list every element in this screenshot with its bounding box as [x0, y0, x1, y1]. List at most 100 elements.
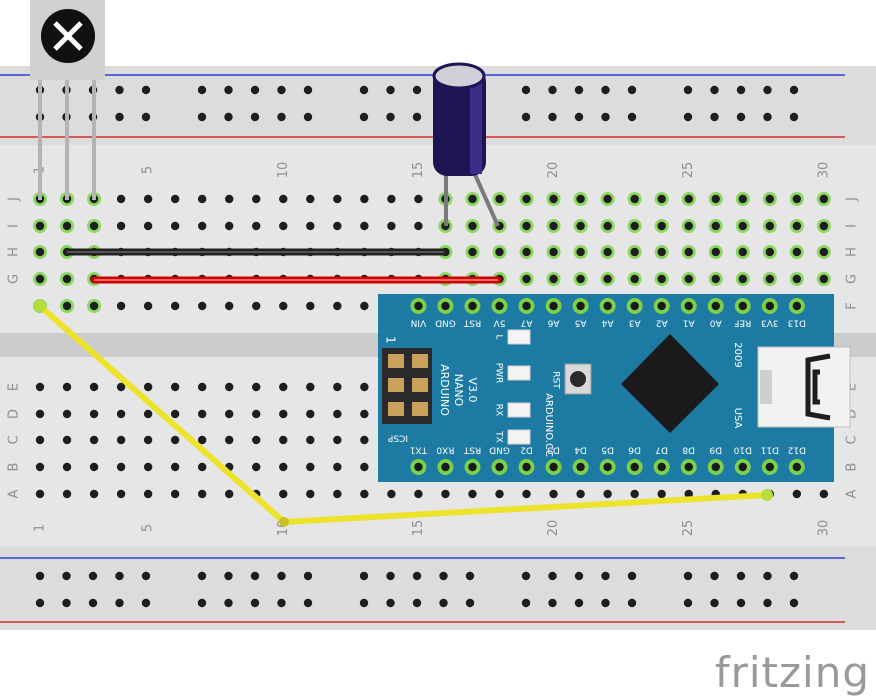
terminal-hole	[306, 489, 315, 499]
top-pin-label: D13	[788, 318, 806, 328]
rail-hole	[789, 85, 799, 95]
terminal-hole	[143, 435, 153, 445]
row-letter-label: I	[7, 224, 22, 228]
top-pin-hole	[603, 301, 612, 311]
reset-button-cap[interactable]	[570, 371, 586, 387]
top-pin-label: A0	[710, 318, 722, 328]
terminal-hole	[657, 247, 666, 257]
rail-hole	[115, 571, 124, 581]
rail-hole	[141, 112, 151, 122]
icsp-pin	[412, 354, 428, 368]
board-year-label: 2009	[732, 342, 743, 367]
row-letter-label: B	[845, 463, 860, 472]
terminal-hole	[819, 194, 829, 204]
bottom-pin-label: D6	[628, 445, 641, 455]
terminal-hole	[333, 435, 342, 445]
bottom-pin-label: D7	[655, 445, 668, 455]
terminal-hole	[252, 382, 261, 392]
icsp-pins	[388, 354, 428, 416]
rail-hole	[386, 571, 395, 581]
rail-hole	[521, 85, 531, 95]
rail-hole	[736, 598, 746, 608]
wire-yellow-bend	[279, 517, 289, 527]
rail-hole	[710, 598, 719, 608]
top-pin-hole	[684, 301, 693, 311]
bottom-pin-hole	[441, 462, 450, 472]
terminal-hole	[116, 382, 126, 392]
column-number-label: 20	[546, 162, 561, 179]
terminal-hole	[387, 194, 396, 204]
rail-hole	[250, 85, 260, 95]
status-led	[507, 365, 531, 381]
terminal-hole	[549, 489, 558, 499]
status-led-label: RX	[494, 404, 504, 416]
terminal-hole	[684, 274, 693, 284]
terminal-hole	[360, 462, 369, 472]
bottom-pin-hole	[468, 462, 477, 472]
rail-hole	[439, 571, 448, 581]
board-name-line: ARDUINO	[438, 364, 451, 416]
column-number-label: 10	[276, 162, 291, 179]
top-pin-hole	[657, 301, 666, 311]
top-pin-hole	[738, 301, 747, 311]
terminal-hole	[360, 435, 369, 445]
status-led-label: TX	[494, 430, 504, 443]
top-pin-hole	[468, 301, 477, 311]
terminal-hole	[333, 489, 342, 499]
terminal-hole	[197, 462, 207, 472]
terminal-hole	[333, 301, 342, 311]
bottom-pin-hole	[576, 462, 585, 472]
terminal-hole	[441, 489, 450, 499]
rail-hole	[627, 571, 637, 581]
top-pin-hole	[576, 301, 585, 311]
row-letter-label: H	[845, 247, 860, 257]
row-letter-label: I	[845, 224, 860, 228]
row-letter-label: E	[7, 383, 22, 391]
top-pin-hole	[549, 301, 558, 311]
terminal-hole	[35, 382, 45, 392]
rail-hole	[627, 85, 637, 95]
column-number-label: 25	[681, 520, 696, 537]
column-number-label: 25	[681, 162, 696, 179]
terminal-hole	[225, 221, 234, 231]
terminal-hole	[522, 221, 531, 231]
bottom-pin-label: D10	[733, 445, 752, 455]
rail-hole	[197, 112, 207, 122]
rail-hole	[412, 85, 422, 95]
terminal-hole	[360, 301, 369, 311]
terminal-hole	[35, 247, 45, 257]
sensor-icon	[30, 0, 105, 200]
rail-hole	[439, 598, 448, 608]
terminal-hole	[603, 194, 612, 204]
rail-hole	[789, 598, 799, 608]
bottom-pin-label: D12	[788, 445, 806, 455]
terminal-hole	[738, 221, 747, 231]
row-letter-label: J	[7, 197, 22, 202]
bottom-pin-label: RX0	[436, 445, 454, 455]
terminal-hole	[792, 247, 802, 257]
terminal-hole	[197, 301, 207, 311]
usb-pad	[760, 370, 772, 404]
rail-hole	[224, 571, 233, 581]
terminal-hole	[89, 489, 99, 499]
terminal-hole	[495, 247, 504, 257]
terminal-hole	[143, 221, 153, 231]
terminal-hole	[387, 221, 396, 231]
terminal-hole	[468, 247, 477, 257]
terminal-hole	[225, 409, 234, 419]
terminal-hole	[792, 274, 802, 284]
column-number-label: 5	[141, 166, 156, 174]
terminal-hole	[197, 194, 207, 204]
wire-yellow-end-a	[34, 300, 46, 312]
board-name-line: NANO	[452, 374, 465, 407]
rail-hole	[521, 598, 531, 608]
rail-hole	[412, 112, 422, 122]
terminal-hole	[630, 194, 639, 204]
rail-hole	[88, 598, 98, 608]
terminal-hole	[711, 194, 720, 204]
bottom-pin-hole	[414, 462, 423, 472]
terminal-hole	[170, 489, 180, 499]
terminal-hole	[657, 489, 666, 499]
row-letter-label: G	[7, 274, 22, 284]
